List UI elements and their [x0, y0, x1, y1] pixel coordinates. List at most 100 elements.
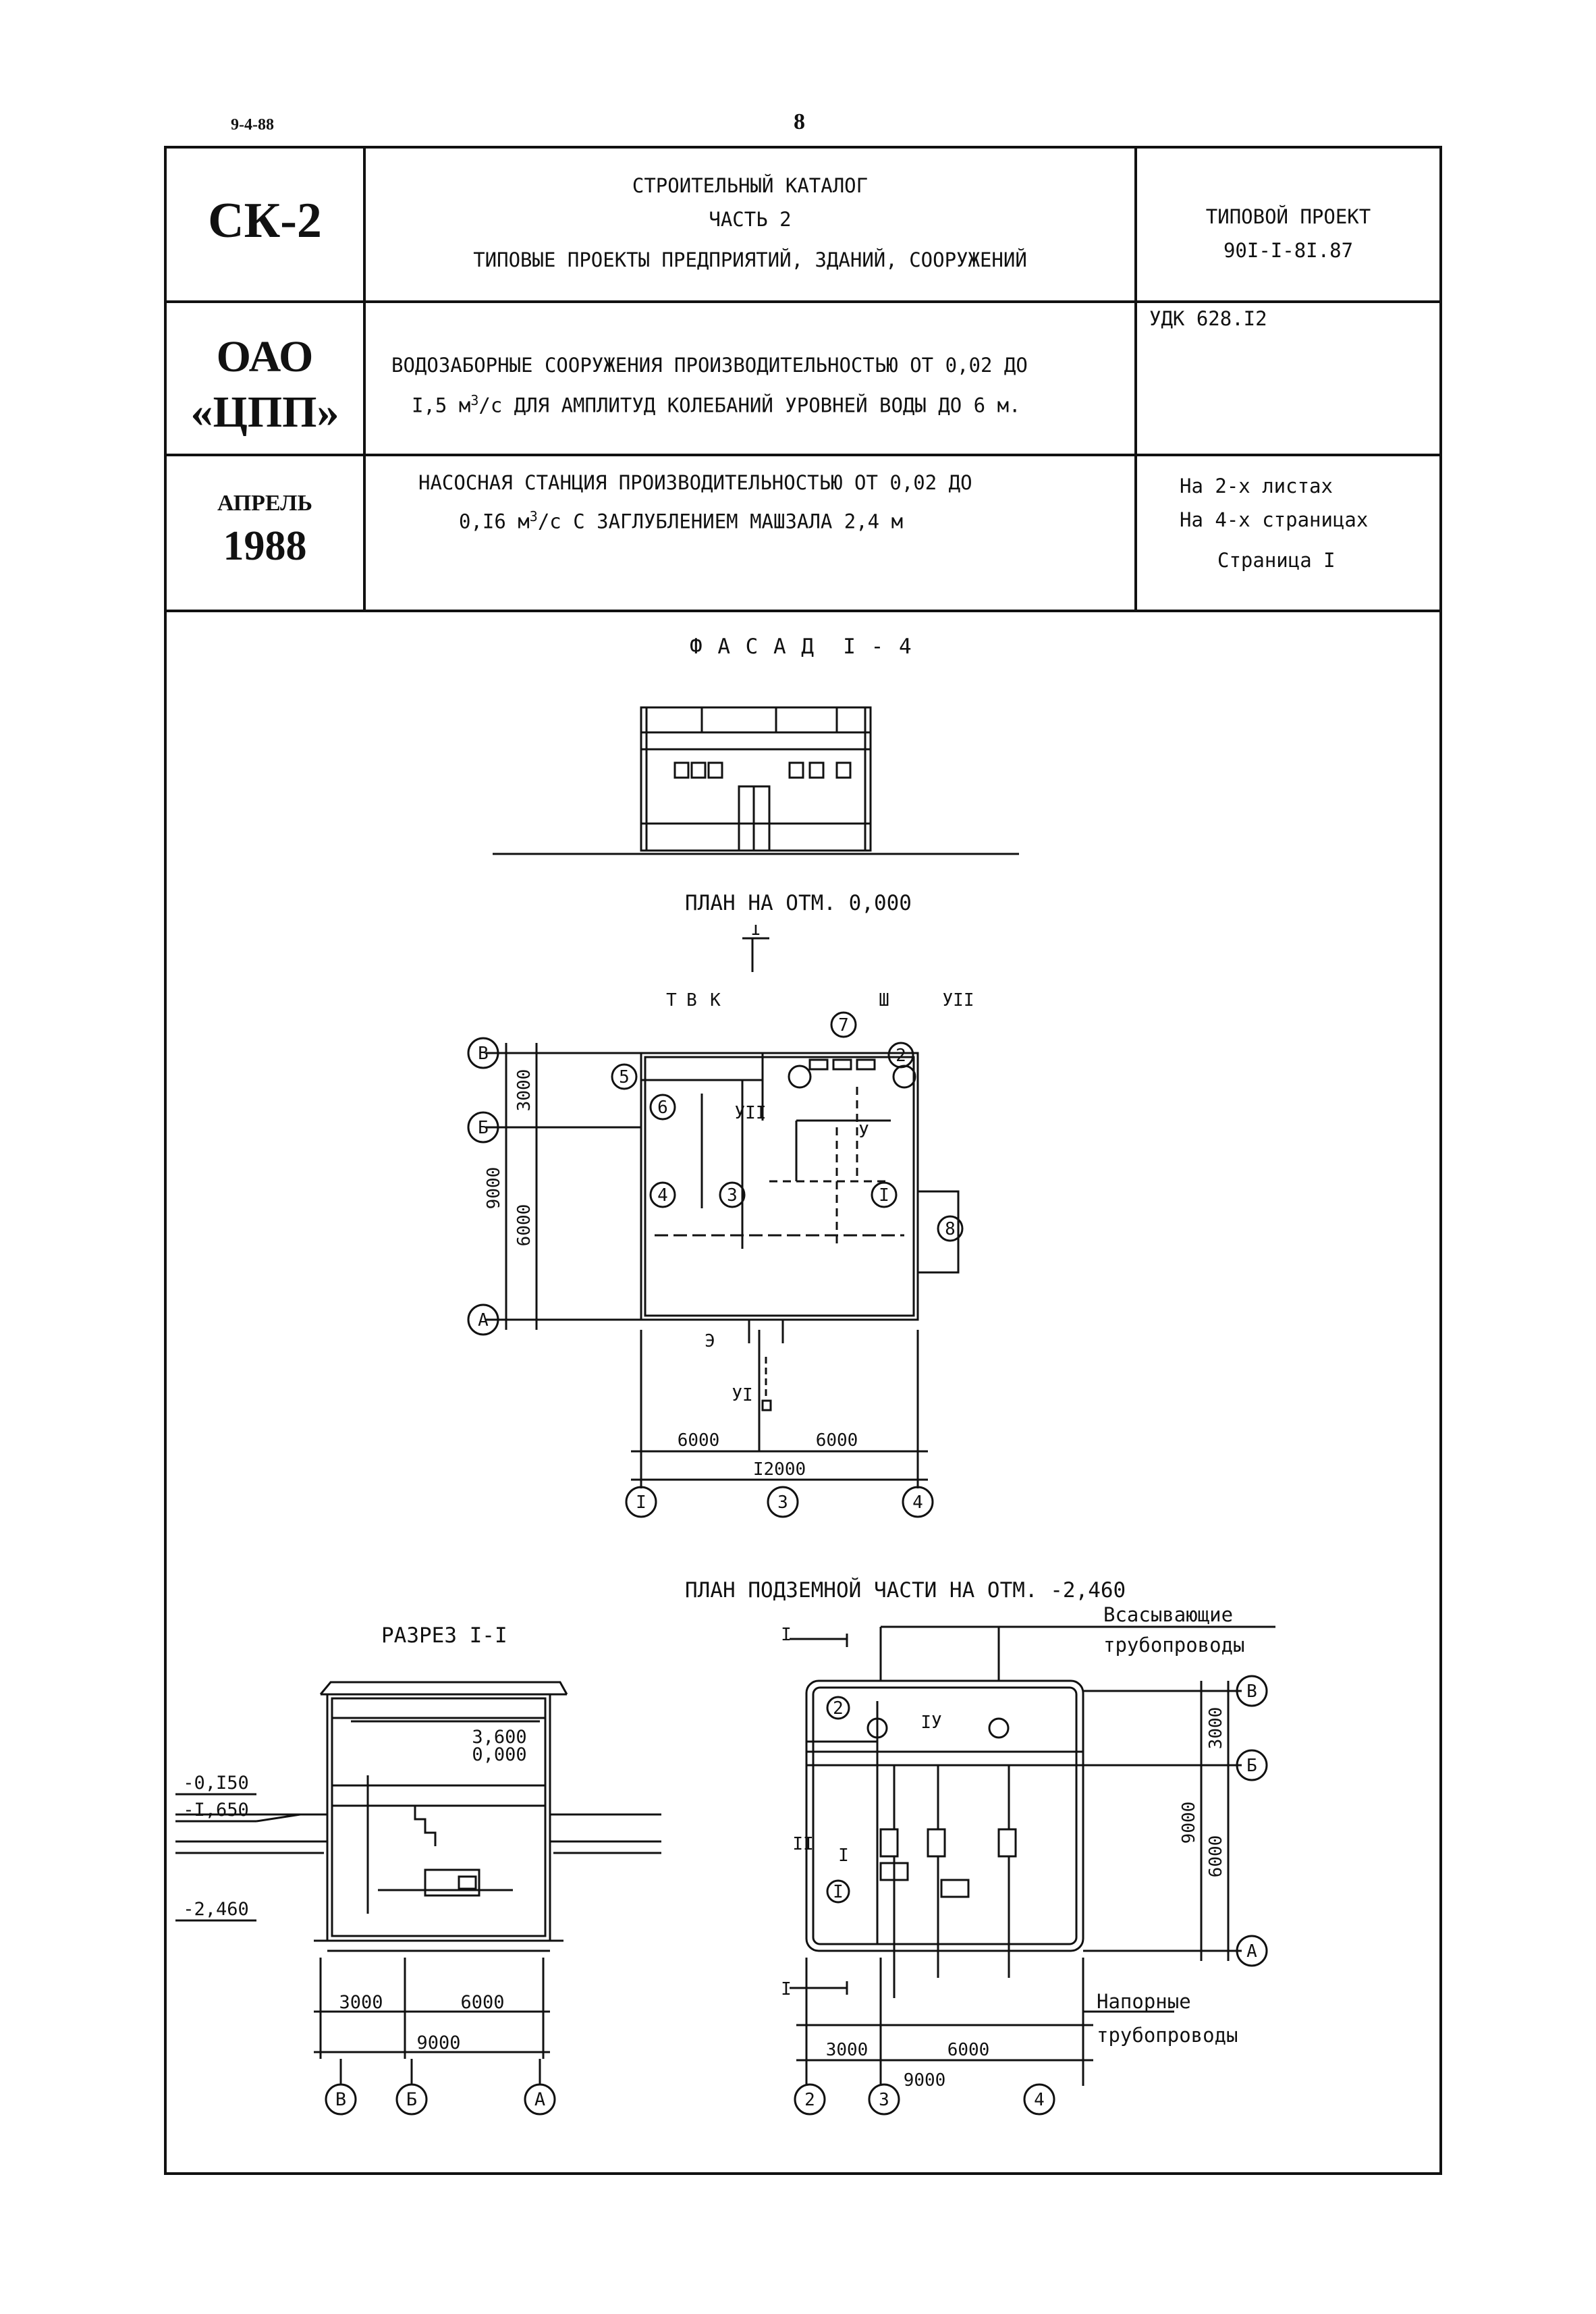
underground-dim-9000-v: 9000 [1179, 1802, 1199, 1844]
section-axis-v: В [335, 2089, 346, 2110]
description-line-2-pre: I,5 м [412, 394, 471, 417]
underground-section-top: I [781, 1625, 792, 1645]
project-info: ТИПОВОЙ ПРОЕКТ 90I-I-8I.87 [1136, 200, 1441, 267]
udk-code: УДК 628.I2 [1149, 307, 1267, 330]
series-code: СК-2 [208, 193, 322, 248]
issue-month: АПРЕЛЬ [217, 491, 312, 516]
plan-dim-6000-right: 6000 [816, 1430, 858, 1451]
plan-axis-a: А [478, 1310, 489, 1330]
page-label: Страница I [1217, 549, 1336, 572]
underground-title: ПЛАН ПОДЗЕМНОЙ ЧАСТИ НА ОТМ. -2,460 [685, 1578, 1126, 1603]
underground-axis-4: 4 [1034, 2090, 1045, 2110]
underground-room-1: I [833, 1882, 844, 1902]
plan-dim-12000: I2000 [753, 1459, 806, 1480]
plan-mark-e: Э [705, 1331, 715, 1351]
document-code: 9-4-88 [231, 116, 274, 134]
section-level-m0150: -0,I50 [183, 1773, 249, 1794]
station-line-2-post: /с С ЗАГЛУБЛЕНИЕМ МАШЗАЛА 2,4 м [537, 510, 904, 533]
section-drawing: -0,I50 -I,650 -2,460 3,600 0,000 3000 60… [175, 1681, 661, 2116]
plan-input-k: К [710, 990, 721, 1011]
plan-dim-9000: 9000 [484, 1167, 504, 1210]
underground-dim-6000-h: 6000 [947, 2040, 990, 2060]
section-dim-6000: 6000 [460, 1992, 504, 2013]
sheet-info: На 2-х листах На 4-х страницах Страница … [1180, 469, 1368, 577]
station-line-2-sup: 3 [529, 508, 538, 524]
catalog-line-1: СТРОИТЕЛЬНЫЙ КАТАЛОГ [632, 174, 869, 197]
station-line-1: НАСОСНАЯ СТАНЦИЯ ПРОИЗВОДИТЕЛЬНОСТЬЮ ОТ … [418, 471, 972, 494]
plan-axis-b: Б [478, 1118, 489, 1138]
plan-mark-sh: Ш [879, 990, 889, 1011]
plan-axis-4: 4 [912, 1492, 923, 1513]
catalog-line-2: ЧАСТЬ 2 [709, 208, 792, 231]
underground-mark-2: II [792, 1834, 813, 1854]
underground-dim-3000-v: 3000 [1206, 1707, 1226, 1750]
section-title: РАЗРЕЗ I-I [381, 1623, 507, 1648]
structure-description: ВОДОЗАБОРНЫЕ СООРУЖЕНИЯ ПРОИЗВОДИТЕЛЬНОС… [391, 348, 1028, 423]
underground-section-bottom: I [781, 1979, 792, 1999]
plan-room-8: 8 [945, 1219, 956, 1239]
underground-axis-3: 3 [879, 2090, 889, 2110]
plan-dim-3000: 3000 [514, 1069, 534, 1112]
description-line-2-sup: 3 [470, 392, 479, 408]
underground-room-2: 2 [833, 1698, 844, 1719]
section-axis-a: А [534, 2089, 545, 2110]
plan-dim-6000-left: 6000 [678, 1430, 720, 1451]
plan-input-t: Т [666, 990, 677, 1011]
section-level-m1650: -I,650 [183, 1800, 249, 1821]
plan-room-2: 2 [896, 1046, 906, 1066]
plan-room-1: I [879, 1185, 889, 1206]
underground-mark-4: IУ [920, 1713, 941, 1733]
issue-date: АПРЕЛЬ 1988 [165, 485, 364, 570]
plan-axis-v: В [478, 1044, 489, 1064]
description-line-2: I,5 м3/с ДЛЯ АМПЛИТУД КОЛЕБАНИЙ УРОВНЕЙ … [391, 383, 1028, 423]
plan-room-5: 5 [619, 1067, 630, 1087]
underground-axis-b: Б [1246, 1756, 1257, 1776]
section-level-3600: 3,600 [472, 1727, 526, 1748]
project-number: 90I-I-8I.87 [1223, 239, 1354, 262]
underground-axis-2: 2 [804, 2090, 815, 2110]
plan-title: ПЛАН НА ОТМ. 0,000 [685, 891, 912, 915]
plan-mark-u2-lower: УII [735, 1103, 767, 1123]
plan-section-mark: I [750, 925, 761, 940]
pressure-line-1: Напорные [1097, 1990, 1191, 2013]
issue-year: 1988 [223, 523, 307, 569]
organization: ОАО «ЦПП» [165, 329, 364, 440]
pressure-line-2: трубопроводы [1097, 2024, 1238, 2047]
plan-axis-1: I [636, 1492, 646, 1513]
facade-title: Ф А С А Д I - 4 [690, 635, 913, 659]
plan-axis-3: 3 [777, 1492, 788, 1513]
underground-drawing: I I II IУ I 2 I 3000 6000 9000 3000 6000… [781, 1625, 1275, 2116]
plan-room-3: 3 [727, 1185, 738, 1206]
underground-dim-9000-h: 9000 [904, 2070, 946, 2091]
station-line-2-pre: 0,I6 м [459, 510, 530, 533]
catalog-line-3: ТИПОВЫЕ ПРОЕКТЫ ПРЕДПРИЯТИЙ, ЗДАНИЙ, СОО… [473, 248, 1027, 271]
page-count: На 4-х страницах [1180, 508, 1369, 531]
plan-room-6: 6 [657, 1098, 668, 1118]
catalog-title: СТРОИТЕЛЬНЫЙ КАТАЛОГ ЧАСТЬ 2 ТИПОВЫЕ ПРО… [364, 169, 1136, 277]
description-line-2-post: /с ДЛЯ АМПЛИТУД КОЛЕБАНИЙ УРОВНЕЙ ВОДЫ Д… [478, 394, 1021, 417]
station-description: НАСОСНАЯ СТАНЦИЯ ПРОИЗВОДИТЕЛЬНОСТЬЮ ОТ … [418, 466, 972, 539]
facade-drawing [493, 706, 1019, 855]
section-axis-b: Б [406, 2089, 417, 2110]
section-level-0000: 0,000 [472, 1744, 526, 1765]
description-line-1: ВОДОЗАБОРНЫЕ СООРУЖЕНИЯ ПРОИЗВОДИТЕЛЬНОС… [391, 354, 1028, 377]
plan-input-v: В [686, 990, 697, 1011]
pressure-pipes-label: Напорные трубопроводы [1097, 1985, 1238, 2052]
suction-line-2: трубопроводы [1103, 1634, 1245, 1657]
suction-line-1: Всасывающие [1103, 1603, 1234, 1626]
sheet-count: На 2-х листах [1180, 475, 1333, 497]
underground-axis-a: А [1246, 1941, 1257, 1962]
plan-dim-6000-vert: 6000 [514, 1204, 534, 1247]
section-dim-3000: 3000 [339, 1992, 383, 2013]
section-dim-9000: 9000 [416, 2033, 460, 2053]
underground-axis-v: В [1246, 1681, 1257, 1702]
project-label: ТИПОВОЙ ПРОЕКТ [1205, 205, 1371, 228]
underground-dim-6000-v: 6000 [1206, 1835, 1226, 1878]
underground-dim-3000-h: 3000 [826, 2040, 869, 2060]
plan-drawing: I Т В К Ш УII УII У УI Э I 2 3 4 5 6 7 8… [467, 925, 974, 1518]
org-line-1: ОАО [216, 332, 314, 381]
plan-mark-u2: УII [943, 990, 974, 1011]
plan-room-7: 7 [838, 1015, 849, 1035]
plan-mark-u1: УI [732, 1385, 752, 1405]
